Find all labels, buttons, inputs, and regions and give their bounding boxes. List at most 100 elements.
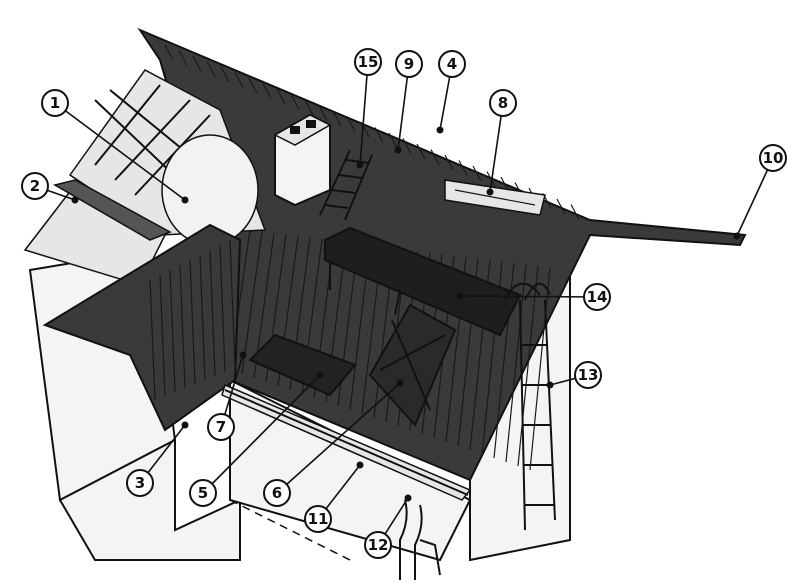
chimney [273,113,332,207]
callout-2: 2 [21,172,49,200]
leader-dot-11 [356,461,364,469]
callout-circle [759,144,787,172]
callout-3: 3 [126,469,154,497]
leader-line-5 [202,374,321,494]
corrugation-line [290,94,300,110]
corrugation-line [388,132,398,149]
wall-ladder [504,282,556,531]
callout-number: 13 [578,366,599,384]
leader-dot-9 [394,146,402,154]
callout-14: 14 [583,283,611,311]
leader-line-9 [397,63,410,151]
callout-number: 10 [763,149,784,167]
corrugation-line [332,110,342,127]
hip-roof-stripe [159,274,166,397]
roof-stripe [241,231,263,375]
callout-number: 8 [498,94,508,112]
callout-circle [583,283,611,311]
roof-stripe [529,267,551,471]
corrugation-line [486,171,496,187]
callout-number: 5 [198,484,208,502]
callout-number: 6 [272,484,282,502]
leader-line-15 [359,61,369,166]
corrugation-line [318,105,328,121]
callout-circle [574,361,602,389]
callout-circle [354,48,382,76]
callout-circle [263,479,291,507]
corrugation-line [164,44,174,61]
corrugation-line [192,55,202,72]
callout-number: 12 [368,536,389,554]
roof-hatch [368,303,457,427]
callout-circle [438,50,466,78]
callout-circle [21,172,49,200]
leader-dot-13 [546,381,554,389]
callout-6: 6 [263,479,291,507]
callout-number: 9 [404,55,414,73]
callout-circle [189,479,217,507]
ridge-vent [444,179,546,216]
callout-1: 1 [41,89,69,117]
callout-number: 3 [135,474,145,492]
walkway-plank [324,226,522,337]
corrugation-line [374,127,384,143]
callout-11: 11 [304,505,332,533]
callout-9: 9 [395,50,423,78]
callout-circle [304,505,332,533]
corrugation-line [304,99,314,116]
leader-line-6 [276,382,401,494]
corrugation-line [570,204,580,220]
hip-roof-stripe [199,254,206,381]
callout-7: 7 [207,413,235,441]
leader-dot-15 [356,161,364,169]
corrugation-line [220,66,230,83]
hip-roof-stripe [229,239,236,369]
leader-line-8 [489,102,504,193]
leader-dot-6 [396,379,404,387]
corrugation-line [276,88,286,105]
leader-line-14 [459,295,598,298]
callout-15: 15 [354,48,382,76]
leader-line-10 [736,157,774,237]
corrugation-line [556,198,566,215]
leader-dot-10 [733,232,741,240]
callout-5: 5 [189,479,217,507]
callout-circle [489,89,517,117]
corrugation-line [346,116,356,132]
leader-dot-14 [456,292,464,300]
leader-dot-8 [486,188,494,196]
leader-dot-2 [71,196,79,204]
hip-roof-stripe [189,259,196,385]
corrugation-line [248,77,258,94]
callout-number: 11 [308,510,329,528]
callout-number: 7 [216,418,226,436]
callout-8: 8 [489,89,517,117]
corrugation-line [178,50,188,66]
callout-circle [364,531,392,559]
hip-roof-stripe [149,279,156,401]
hip-roof-stripe [209,249,216,377]
callout-10: 10 [759,144,787,172]
hip-roof-stripe [179,264,186,389]
callout-number: 15 [358,53,379,71]
roof-ladder [319,149,373,221]
leader-dot-5 [316,371,324,379]
callout-circle [395,50,423,78]
snow-guard [248,333,357,397]
callout-12: 12 [364,531,392,559]
hip-roof-stripe [169,269,176,393]
leader-dot-4 [436,126,444,134]
corrugation-line [262,83,272,99]
corrugation-line [360,121,370,138]
corrugation-line [430,149,440,165]
callout-number: 1 [50,94,60,112]
callout-number: 4 [447,55,457,73]
callout-circle [126,469,154,497]
downspout [399,499,441,580]
leader-line-1 [54,102,186,201]
leader-dot-7 [239,351,247,359]
corrugation-line [402,138,412,154]
callout-circle [41,89,69,117]
